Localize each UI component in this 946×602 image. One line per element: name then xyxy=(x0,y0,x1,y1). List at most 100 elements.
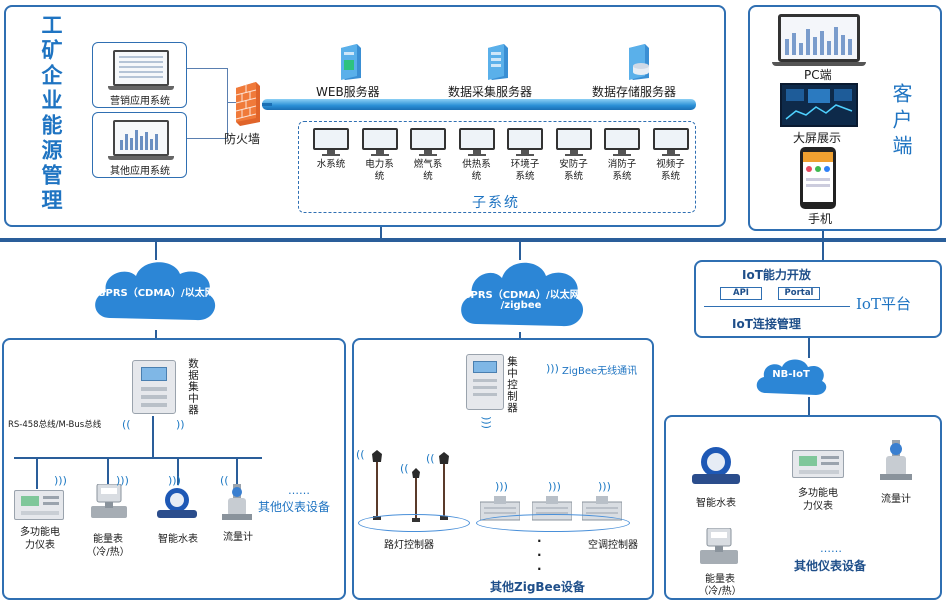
wifi-icon: )) xyxy=(176,418,185,431)
wifi-icon: ))) xyxy=(598,480,611,493)
smart-water-meter-icon xyxy=(692,442,740,488)
street-light-icon xyxy=(370,450,384,522)
data-collection-server-label: 数据采集服务器 xyxy=(448,85,533,99)
wifi-icon: ))) xyxy=(168,474,181,487)
multi-function-power-meter-icon xyxy=(14,490,64,520)
subsystem-monitor-icon[interactable] xyxy=(604,128,640,156)
subsystem-monitor-icon[interactable] xyxy=(507,128,543,156)
iot-platform-title: IoT平台 xyxy=(856,295,911,313)
subsystem-monitor-icon[interactable] xyxy=(410,128,446,156)
wifi-icon: ))) xyxy=(54,474,67,487)
wifi-icon: ))) xyxy=(479,416,493,429)
cloud-mid xyxy=(456,252,586,338)
bus-type-label: RS-458总线/M-Bus总线 xyxy=(8,420,102,430)
big-screen-label: 大屏展示 xyxy=(793,131,842,145)
app-label-marketing: 营销应用系统 xyxy=(110,96,170,107)
subsystem-label: 供热系统 xyxy=(462,159,491,182)
cloud-nbiot xyxy=(752,355,830,399)
subsystems-box xyxy=(298,121,696,213)
main-network-bus xyxy=(0,238,946,242)
left-ellipsis: …… xyxy=(288,484,310,497)
right-device-label-water: 智能水表 xyxy=(696,498,736,509)
wifi-icon: ))) xyxy=(495,480,508,493)
right-device-label-flow: 流量计 xyxy=(881,494,911,505)
energy-meter-icon xyxy=(91,483,127,524)
server-bus-pipe xyxy=(262,99,696,110)
wifi-icon: (( xyxy=(400,462,409,475)
wifi-icon: (( xyxy=(426,452,435,465)
smart-water-meter-icon xyxy=(157,484,197,522)
left-device-label-4: 流量计 xyxy=(223,532,253,543)
subsystem-monitor-icon[interactable] xyxy=(361,128,398,156)
app-label-other: 其他应用系统 xyxy=(110,166,170,177)
firewall-icon xyxy=(232,82,262,126)
left-device-label-1a: 多功能电 xyxy=(20,527,60,538)
cloud-left xyxy=(88,252,220,332)
web-server-label: WEB服务器 xyxy=(316,85,380,99)
mid-other-devices-label: 其他ZigBee设备 xyxy=(490,580,585,594)
vertical-dot: · xyxy=(537,562,542,576)
right-other-devices-label: 其他仪表设备 xyxy=(794,559,867,573)
subsystem-label: 燃气系统 xyxy=(413,159,443,182)
energy-management-title: 工矿企业能源管理 xyxy=(39,14,64,214)
vertical-dot: · xyxy=(537,548,542,562)
central-controller-icon xyxy=(466,354,504,410)
wifi-icon: (( xyxy=(122,418,131,431)
data-storage-server-label: 数据存储服务器 xyxy=(592,85,677,99)
cloud-mid-label-2: /zigbee xyxy=(500,300,542,311)
right-device-label-energy-b: （冷/热） xyxy=(698,586,742,597)
pc-label: PC端 xyxy=(804,68,832,82)
big-screen-icon xyxy=(780,83,858,127)
subsystem-monitor-icon[interactable] xyxy=(652,128,689,156)
zigbee-wifi-icon: ))) xyxy=(546,362,559,375)
right-device-label-energy-a: 能量表 xyxy=(705,574,735,585)
subsystem-label: 电力系统 xyxy=(365,159,394,182)
subsystem-monitor-icon[interactable] xyxy=(458,128,495,156)
iot-open-label: IoT能力开放 xyxy=(742,268,811,282)
wifi-icon: ))) xyxy=(116,474,129,487)
left-other-devices-label: 其他仪表设备 xyxy=(258,500,331,514)
left-device-label-3: 智能水表 xyxy=(158,534,198,545)
left-device-label-1b: 力仪表 xyxy=(25,540,55,551)
subsystem-label: 视频子系统 xyxy=(656,159,685,182)
right-device-label-power-b: 力仪表 xyxy=(803,501,833,512)
subsystem-label: 安防子系统 xyxy=(559,159,588,182)
data-storage-server-icon xyxy=(623,44,651,80)
left-device-label-2b: （冷/热） xyxy=(86,547,130,558)
laptop-icon xyxy=(113,50,169,86)
street-light-icon xyxy=(437,452,451,522)
cloud-left-label: GPRS（CDMA）/以太网 xyxy=(97,288,215,299)
subsystem-label: 水系统 xyxy=(316,159,346,170)
web-server-icon xyxy=(335,44,363,80)
cloud-nbiot-label: NB-IoT xyxy=(772,369,810,380)
zigbee-label: ZigBee无线通讯 xyxy=(562,366,638,377)
right-ellipsis: …… xyxy=(820,542,842,555)
mobile-icon xyxy=(800,147,836,209)
central-controller-label: 集中控制器 xyxy=(506,356,518,414)
left-device-label-2a: 能量表 xyxy=(93,534,123,545)
subsystem-monitor-icon[interactable] xyxy=(313,128,349,156)
data-collection-server-icon xyxy=(482,44,510,80)
street-light-label: 路灯控制器 xyxy=(384,540,434,551)
ac-controller-label: 空调控制器 xyxy=(588,540,638,551)
subsystems-title: 子系统 xyxy=(472,195,520,211)
subsystem-label: 环境子系统 xyxy=(510,159,540,182)
api-button[interactable]: API xyxy=(720,287,762,300)
subsystem-label: 消防子系统 xyxy=(607,159,637,182)
mobile-label: 手机 xyxy=(808,212,833,226)
wifi-icon: ))) xyxy=(548,480,561,493)
flow-meter-icon xyxy=(880,440,912,484)
iot-connection-label: IoT连接管理 xyxy=(732,317,801,331)
wifi-icon: (( xyxy=(220,474,229,487)
pc-icon xyxy=(778,14,860,62)
right-device-label-power-a: 多功能电 xyxy=(798,488,838,499)
multi-function-power-meter-icon xyxy=(792,450,844,478)
flow-meter-icon xyxy=(222,484,252,524)
subsystem-monitor-icon[interactable] xyxy=(555,128,592,156)
portal-button[interactable]: Portal xyxy=(778,287,820,300)
firewall-label: 防火墙 xyxy=(224,132,261,146)
wifi-icon: (( xyxy=(356,448,365,461)
vertical-dot: · xyxy=(537,534,542,548)
energy-meter-icon xyxy=(700,527,738,570)
client-title: 客户端 xyxy=(889,83,913,161)
